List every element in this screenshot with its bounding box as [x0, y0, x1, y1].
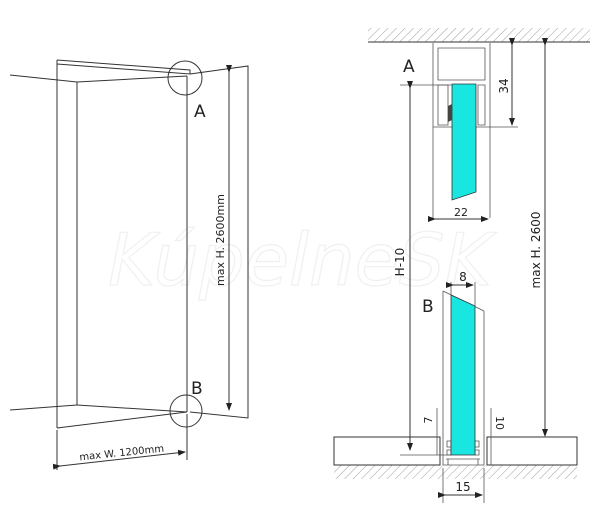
- dim-10: 10: [493, 416, 506, 430]
- dim-7: 7: [422, 417, 435, 424]
- dim-8: 8: [459, 270, 467, 284]
- detail-a-label: A: [403, 57, 415, 77]
- height-dimension: max H. 2600mm: [214, 194, 227, 286]
- label-a: A: [194, 102, 206, 122]
- dim-15: 15: [455, 480, 470, 494]
- detail-b-marker: [169, 394, 203, 428]
- detail-a-section: [368, 28, 590, 451]
- glass-bottom: [450, 294, 476, 456]
- glass-top: [451, 83, 477, 201]
- detail-b-section: [333, 282, 578, 503]
- width-dimension: max W. 1200mm: [79, 444, 165, 464]
- dim-max-height: max H. 2600: [529, 212, 543, 289]
- detail-a-marker: [167, 60, 203, 96]
- label-b: B: [191, 379, 203, 399]
- dim-h-minus-10: H-10: [393, 248, 407, 277]
- dim-22: 22: [454, 206, 468, 219]
- detail-b-label: B: [422, 297, 434, 317]
- watermark: KúpelneSK: [108, 218, 497, 302]
- shower-panel-view: [9, 59, 249, 470]
- dim-34: 34: [497, 78, 511, 93]
